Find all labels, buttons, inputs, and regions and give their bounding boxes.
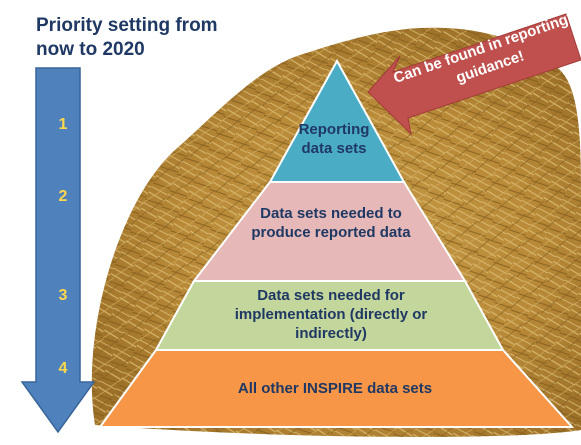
- priority-arrow: [20, 67, 96, 434]
- tier-4-label: All other INSPIRE data sets: [237, 380, 433, 397]
- diagram-title: Priority setting from now to 2020: [36, 15, 218, 60]
- tier-3-label: Data sets needed for implementation (dir…: [234, 287, 428, 342]
- tier-2-label: Data sets needed to produce reported dat…: [251, 205, 411, 241]
- priority-number-2: 2: [58, 188, 68, 205]
- priority-number-4: 4: [58, 360, 68, 377]
- priority-number-1: 1: [58, 116, 68, 133]
- tier-1-label: Reporting data sets: [298, 121, 370, 157]
- pyramid-tier-4: [98, 349, 575, 428]
- priority-number-3: 3: [58, 287, 68, 304]
- callout-arrow: [367, 13, 581, 136]
